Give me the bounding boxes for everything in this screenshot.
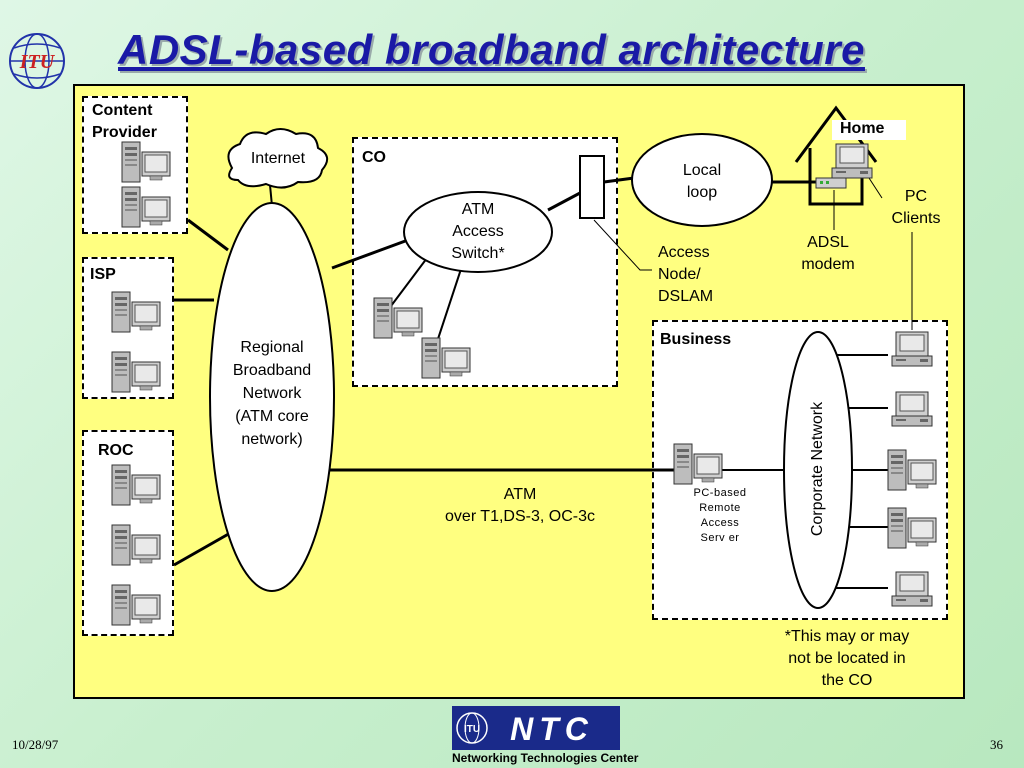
roc-server-3	[111, 584, 161, 626]
access-node-label: Access Node/ DSLAM	[658, 244, 714, 305]
ntc-subtitle: Networking Technologies Center	[452, 751, 639, 765]
business-pc-3	[887, 449, 937, 491]
content-provider-label: Content Provider	[92, 102, 157, 141]
home-label: Home	[840, 120, 885, 137]
business-pc-1	[891, 331, 933, 367]
switch-dslam-link	[547, 191, 581, 212]
isp-server-1	[111, 291, 161, 333]
local-loop-ellipse	[631, 133, 773, 227]
isp-label: ISP	[90, 266, 116, 283]
roc-label: ROC	[98, 442, 134, 459]
atm-link-label: ATM over T1,DS-3, OC-3c	[445, 486, 595, 525]
ntc-logo: ITU NTC	[452, 706, 620, 750]
dslam-callout	[593, 219, 652, 271]
cp-server-1	[121, 141, 171, 183]
slide-date: 10/28/97	[12, 737, 59, 752]
isp-server-2	[111, 351, 161, 393]
cp-server-2	[121, 186, 171, 228]
corporate-network-label: Corporate Network	[809, 401, 826, 537]
ntc-logo-graphic: ITU NTC	[452, 706, 620, 750]
business-pc-2	[891, 391, 933, 427]
slide-title: ADSL-based broadband architecture	[118, 26, 865, 73]
atm-switch-ellipse	[403, 191, 553, 273]
svg-text:ITU: ITU	[464, 724, 480, 735]
regional-co-link	[331, 238, 409, 270]
cp-link	[187, 218, 229, 252]
dslam-rect	[579, 155, 605, 219]
co-server-1	[373, 297, 423, 339]
roc-server-2	[111, 524, 161, 566]
switch-pc1-link	[387, 253, 431, 311]
regional-network-ellipse	[209, 202, 335, 592]
pc-based-server-label: PC-based Remote Access Serv er	[693, 487, 747, 544]
adsl-modem-icon	[815, 177, 847, 189]
pc-clients-label: PC Clients	[891, 188, 941, 227]
business-pc-5	[891, 571, 933, 607]
business-pc-4	[887, 507, 937, 549]
atm-switch-label: ATM Access Switch*	[451, 201, 505, 262]
slide-page-number: 36	[990, 737, 1003, 752]
corporate-network-ellipse	[783, 331, 853, 609]
internet-cloud	[227, 128, 329, 189]
business-label: Business	[660, 331, 732, 348]
dslam-loop-link	[603, 176, 635, 184]
itu-logo: ITU	[9, 33, 65, 89]
co-note: *This may or may not be located in the C…	[784, 628, 910, 689]
local-loop-label: Local loop	[682, 162, 722, 201]
roc-server-1	[111, 464, 161, 506]
roc-link	[173, 530, 233, 567]
adsl-modem-label: ADSL modem	[801, 234, 855, 273]
remote-access-server	[673, 443, 723, 485]
regional-network-label: Regional Broadband Network (ATM core net…	[232, 339, 312, 448]
ntc-logo-text: NTC	[510, 711, 594, 747]
itu-logo-text: ITU	[19, 51, 56, 73]
co-label: CO	[362, 149, 386, 166]
home-pc	[831, 143, 873, 179]
switch-pc2-link	[435, 265, 463, 346]
co-server-2	[421, 337, 471, 379]
internet-label: Internet	[250, 150, 306, 167]
